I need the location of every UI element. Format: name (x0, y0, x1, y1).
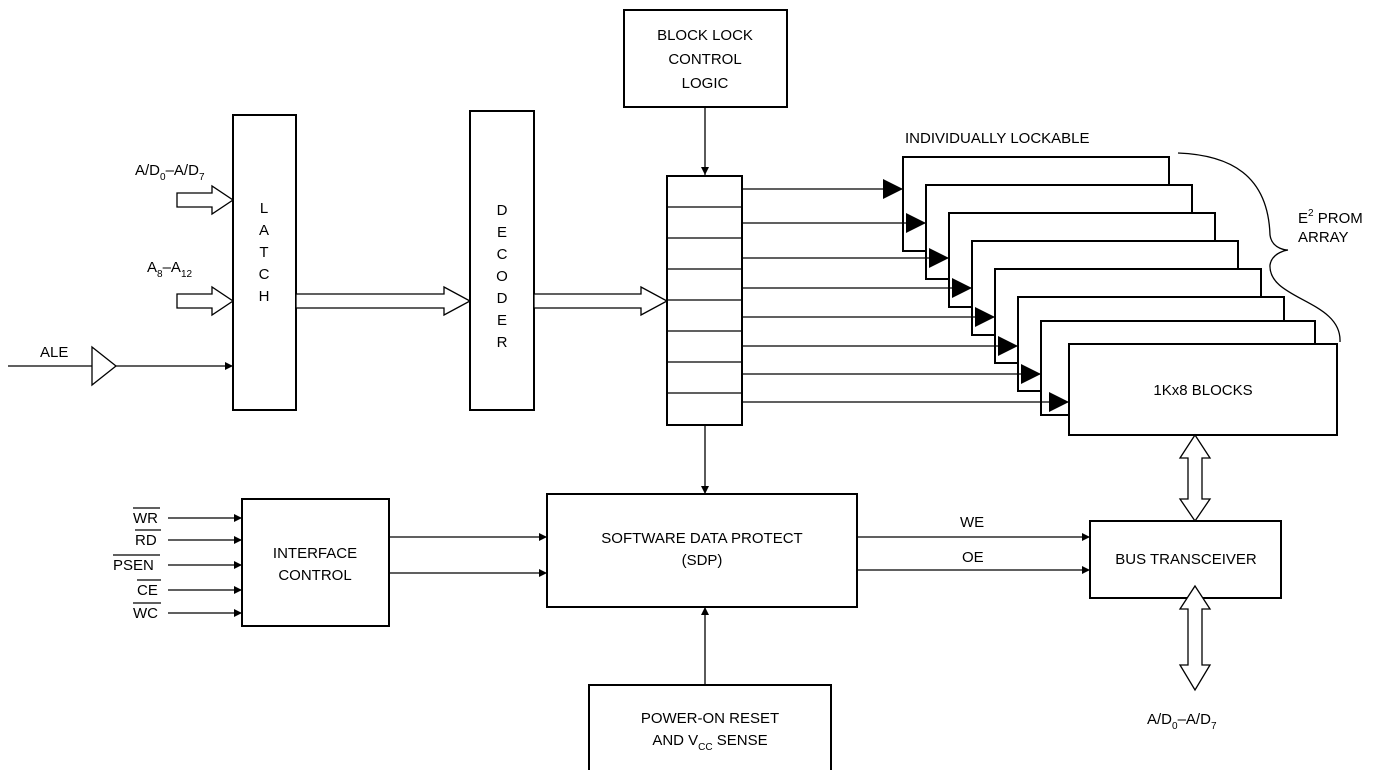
ctrl-input-label: WR (133, 510, 158, 527)
ctrl-input-label: CE (137, 582, 158, 599)
array-caption: INDIVIDUALLY LOCKABLE (905, 130, 1090, 147)
decoder-block: D E C O D E R (469, 110, 535, 411)
we-label: WE (960, 514, 984, 531)
decoder-letter: C (497, 246, 508, 263)
latch-letter: T (259, 244, 268, 261)
ctrl-input-label: WC (133, 605, 158, 622)
decoder-letter: E (497, 312, 507, 329)
ale-label: ALE (40, 344, 68, 361)
decoder-letter: O (496, 268, 508, 285)
interface-control-line-1: INTERFACE (273, 545, 357, 562)
ale-buffer (91, 345, 118, 387)
addr-hi-label: A8–A12 (147, 259, 192, 280)
ad-in-label: A/D0–A/D7 (135, 162, 205, 183)
bus-transceiver-block: BUS TRANSCEIVER (1089, 520, 1282, 599)
ctrl-input-label: RD (135, 532, 157, 549)
array-block-label: 1Kx8 BLOCKS (1153, 382, 1252, 399)
interface-control-line-2: CONTROL (278, 567, 351, 584)
power-on-line-2: AND VCC SENSE (652, 732, 767, 753)
control-inputs: WR RD PSEN CE WC (113, 507, 242, 622)
software-data-protect-block: SOFTWARE DATA PROTECT (SDP) (546, 493, 858, 608)
decoder-letter: D (497, 290, 508, 307)
latch-letter: L (260, 200, 268, 217)
latch-letter: A (259, 222, 269, 239)
latch-block: L A T C H (232, 114, 297, 411)
transceiver-external-bus (1178, 584, 1212, 692)
eeprom-block-stack: 1Kx8 BLOCKS (902, 156, 1338, 436)
interface-control-block: INTERFACE CONTROL (241, 498, 390, 627)
ad-out-label: A/D0–A/D7 (1147, 711, 1217, 732)
power-on-reset-block: POWER-ON RESET AND VCC SENSE (588, 684, 832, 770)
decoder-letter: E (497, 224, 507, 241)
decoder-letter: D (497, 202, 508, 219)
block-select-arrows (742, 179, 1069, 412)
block-lock-line-1: BLOCK LOCK (657, 27, 753, 44)
latch-letter: C (259, 266, 270, 283)
bus-transceiver-label: BUS TRANSCEIVER (1115, 551, 1257, 568)
power-on-line-1: POWER-ON RESET (641, 710, 779, 727)
latch-letter: H (259, 288, 270, 305)
addr-hi-bus-arrow (176, 285, 235, 317)
latch-to-decoder-bus (295, 285, 472, 317)
sdp-line-1: SOFTWARE DATA PROTECT (601, 530, 802, 547)
sdp-line-2: (SDP) (682, 552, 723, 569)
oe-label: OE (962, 549, 984, 566)
ad-in-bus-arrow (176, 184, 235, 216)
block-lock-control-logic: BLOCK LOCK CONTROL LOGIC (623, 9, 788, 108)
array-transceiver-bus (1178, 433, 1212, 523)
ctrl-input-label: PSEN (113, 557, 154, 574)
decoder-letter: R (497, 334, 508, 351)
eeprom-array-label: E2 PROM (1298, 208, 1363, 227)
block-lock-line-3: LOGIC (682, 75, 729, 92)
block-lock-line-2: CONTROL (668, 51, 741, 68)
decoder-to-register-bus (533, 285, 669, 317)
eeprom-array-label-2: ARRAY (1298, 229, 1349, 246)
array-brace (1177, 152, 1341, 343)
lock-register (666, 175, 743, 426)
